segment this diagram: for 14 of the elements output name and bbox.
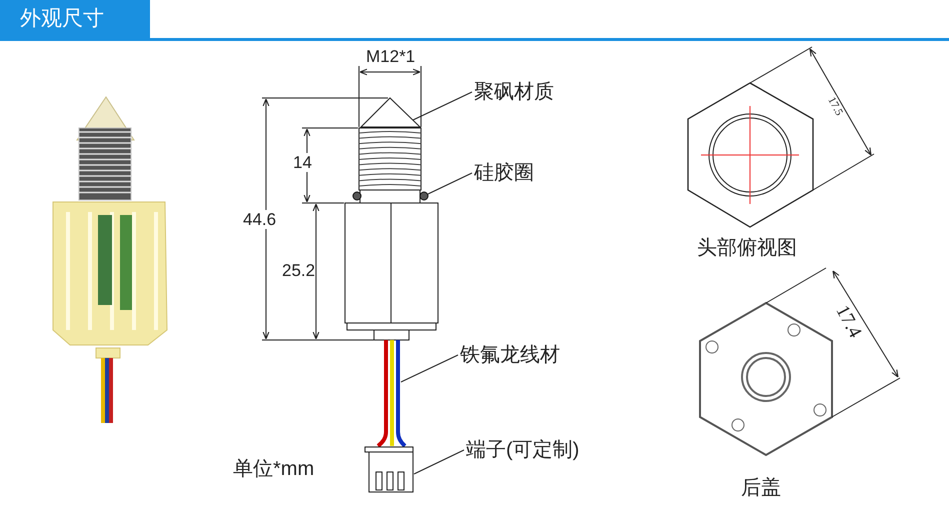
dimension-label: 44.6 — [243, 210, 276, 229]
title-bar: 外观尺寸 — [0, 0, 150, 38]
dimension-label: 14 — [293, 153, 312, 172]
callout-label: 硅胶圈 — [474, 163, 534, 183]
view-caption: 后盖 — [741, 477, 781, 499]
callout-label: 端子(可定制) — [466, 440, 580, 460]
unit-note: 单位*mm — [233, 458, 314, 480]
leader-line — [428, 172, 472, 194]
callout-label: 铁氟龙线材 — [460, 345, 560, 365]
leader-line — [414, 450, 464, 474]
leader-line — [412, 92, 472, 120]
view-caption: 头部俯视图 — [697, 237, 797, 259]
callout-label: 聚砜材质 — [474, 82, 554, 102]
leader-line — [400, 354, 458, 382]
